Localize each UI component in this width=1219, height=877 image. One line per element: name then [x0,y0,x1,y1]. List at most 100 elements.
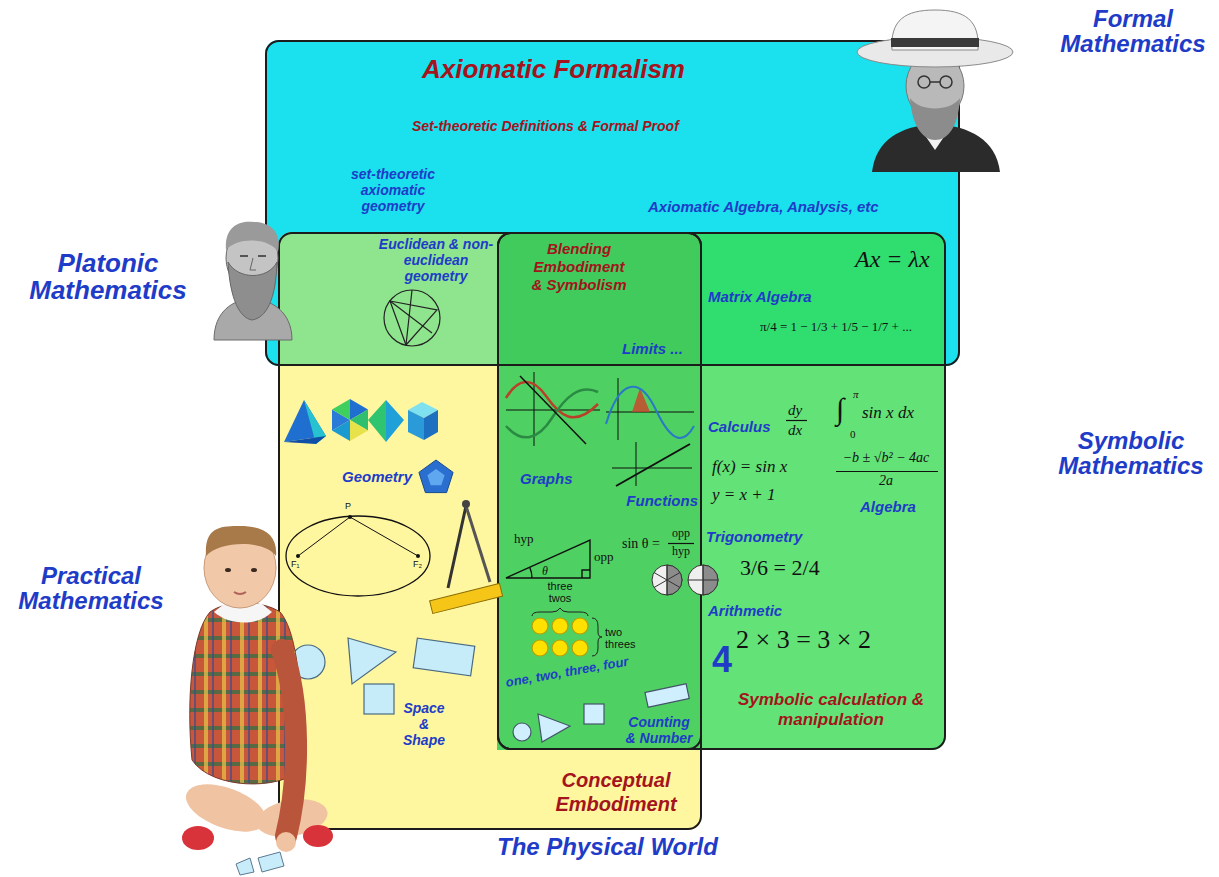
fraction-bars [786,420,807,421]
polyhedra [386,400,404,442]
hilbert-portrait [857,37,1013,67]
polyhedra [350,420,368,441]
polyhedra [332,399,350,420]
graph-icons [632,388,650,412]
polyhedra [427,469,444,485]
overlap-fill [497,232,702,750]
formula-text: 3/6 = 2/4 [740,556,820,580]
side-label: Symbolic Mathematics [1045,428,1217,478]
region-heading: Symbolic calculation & manipulation [720,690,942,731]
shape-pieces [291,638,475,714]
topic-label: Functions [622,492,698,509]
graph-icons [506,390,598,438]
baby-photo [180,526,333,875]
polyhedra [424,410,438,440]
baby-photo [251,568,257,572]
side-label: The Physical World [497,834,718,859]
hilbert-portrait [910,98,960,140]
overlap-fill [497,232,702,750]
fraction-bars [668,543,694,544]
hilbert-portrait [940,76,952,88]
side-label: Practical Mathematics [0,563,182,613]
topic-label: Limits ... [622,340,683,357]
graph-icons [506,382,598,417]
topic-label: Counting & Number [622,714,696,746]
baby-photo [258,852,284,872]
formula-text: −b ± √b² − 4ac [830,450,942,465]
topic-label: Algebra [860,498,916,515]
formula-text: opp [666,527,696,540]
baby-photo [225,568,231,572]
compass-ruler [448,506,466,588]
region-heading: Blending Embodiment & Symbolism [530,240,628,294]
baby-photo [236,858,254,875]
hilbert-portrait [892,10,978,50]
fraction-pies [654,565,680,595]
euclid-figure [384,290,440,346]
topic-label: one, two, three, four [505,655,630,691]
trig-triangle [530,567,532,578]
formula-text: 2 × 3 = 3 × 2 [736,626,871,655]
plato-bust [214,222,292,340]
formula-text: π/4 = 1 − 1/3 + 1/5 − 1/7 + ... [760,320,912,334]
formula-text: 2a [830,473,942,488]
shape-pieces [413,638,475,676]
topic-label: Geometry [342,468,412,485]
graph-icons [616,444,690,486]
formula-text: θ [542,565,548,578]
polyhedra [419,460,453,493]
green-fill [497,232,946,750]
overlap-fill [278,232,702,366]
ellipse-figure [298,517,350,556]
counting-dots [532,608,588,616]
topic-label: Trigonometry [706,528,802,545]
overlap-fill [497,232,702,366]
formula-text: hyp [514,532,534,546]
hilbert-portrait [857,10,1013,172]
topic-label: Axiomatic Algebra, Analysis, etc [648,198,879,215]
fraction-bars [668,421,938,544]
baby-photo [206,526,276,556]
counting-dots [572,640,588,656]
fraction-pies [652,565,682,595]
fraction-pies [688,565,718,595]
big-number: 4 [712,640,732,680]
graph-icons [506,372,694,486]
region-box: Axiomatic FormalismSet-theoretic Definit… [265,40,960,366]
formula-text: sin θ = [622,536,660,551]
plato-bust [228,262,277,320]
compass-ruler [466,506,490,582]
formula-text: f(x) = sin x [712,458,787,477]
counting-dots [532,618,588,656]
small-label: two threes [605,626,645,650]
counting-dots [532,640,548,656]
side-label: Formal Mathematics [1048,6,1218,56]
polyhedra [368,400,386,442]
ellipse-figure [286,516,430,596]
polyhedra [408,410,424,440]
counting-shapes [513,723,531,741]
euclid-figure [406,290,412,345]
ellipse-figure [296,554,300,558]
topic-label: Euclidean & non-euclidean geometry [377,236,495,284]
formula-text: dy [788,402,802,419]
small-label: F₁ [291,560,300,570]
trig-triangle [582,570,590,578]
counting-dots [572,618,588,634]
polyhedra [284,399,453,493]
euclid-figure [390,301,432,333]
topic-label: Calculus [708,418,771,435]
counting-dots [532,608,602,656]
counting-shapes [645,684,689,707]
overlap-fill [497,232,702,366]
formula-text: dx [788,422,802,439]
graph-icons [612,468,692,469]
graph-icons [606,387,694,438]
topic-label: Graphs [520,470,573,487]
formula-text: π [853,388,859,400]
compass-ruler [430,500,503,614]
side-label: Platonic Mathematics [4,250,212,305]
baby-photo [276,832,296,852]
